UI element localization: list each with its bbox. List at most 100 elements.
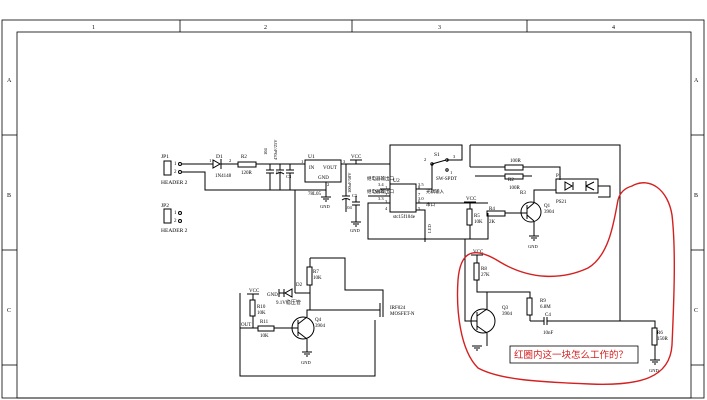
svg-text:9.1V稳压管: 9.1V稳压管	[276, 299, 301, 306]
svg-text:120R: 120R	[241, 171, 253, 176]
transistor-q3: Q3 3904	[470, 306, 513, 334]
svg-text:3: 3	[343, 159, 346, 164]
svg-text:继电器输出口: 继电器输出口	[367, 188, 394, 195]
svg-text:104: 104	[263, 148, 268, 156]
header-jp2: JP2 1 2 HEADER 2	[161, 203, 188, 234]
resistor-r9: R9 6.8M	[526, 297, 551, 321]
mosfet-driver-section: D2 GND 9.1V稳压管 R7 10K IRF024 MOSFET-N	[239, 190, 415, 377]
svg-text:6: 6	[418, 199, 421, 204]
resistor-r8: VCC R8 27K	[471, 250, 531, 298]
svg-text:Q4: Q4	[315, 318, 322, 323]
resistor-r2-power: R2 120R	[237, 155, 257, 176]
svg-text:MOSFET-N: MOSFET-N	[390, 312, 415, 317]
svg-text:150R: 150R	[657, 337, 669, 342]
svg-text:VCC: VCC	[249, 289, 260, 294]
red-circle-annotation	[456, 182, 676, 385]
svg-text:IN: IN	[309, 166, 315, 171]
optocoupler-p1: P1 PS21 R3	[520, 174, 599, 205]
header-jp1-label: HEADER 2	[161, 180, 188, 186]
svg-text:100R: 100R	[509, 186, 521, 191]
svg-text:7: 7	[418, 192, 421, 197]
svg-text:R11: R11	[260, 320, 269, 325]
frame-row-b: B	[7, 193, 11, 199]
svg-text:OUT: OUT	[241, 323, 251, 328]
svg-text:3.0: 3.0	[418, 196, 424, 201]
svg-text:3: 3	[385, 199, 388, 204]
svg-text:串口: 串口	[426, 202, 435, 208]
svg-text:3.5: 3.5	[418, 182, 424, 187]
svg-text:P1: P1	[556, 174, 562, 179]
svg-text:3904: 3904	[502, 312, 513, 317]
transistor-q1: Q1 3904	[520, 201, 555, 223]
svg-text:继电器输出口: 继电器输出口	[367, 175, 394, 182]
diode-d1: D1 1 2 1N4148	[209, 154, 232, 179]
header-jp1-pin1: 1	[174, 162, 177, 167]
svg-text:1: 1	[450, 170, 452, 175]
svg-text:R4: R4	[489, 207, 495, 212]
frame-column-4: 4	[612, 25, 615, 31]
header-jp2-pin2: 2	[174, 219, 177, 224]
svg-text:U2: U2	[393, 178, 400, 184]
svg-text:R9: R9	[540, 299, 546, 304]
svg-text:2: 2	[229, 158, 231, 163]
svg-text:470uF/25V: 470uF/25V	[273, 139, 278, 160]
svg-text:GND: GND	[318, 176, 329, 181]
question-box: 红圈内这一块怎么工作的？	[509, 345, 639, 364]
svg-text:10K: 10K	[474, 220, 483, 225]
svg-text:GND: GND	[267, 293, 278, 298]
svg-text:GND: GND	[301, 360, 311, 365]
svg-text:2: 2	[424, 157, 426, 162]
svg-text:3: 3	[453, 154, 456, 159]
svg-text:IRF024: IRF024	[390, 306, 406, 311]
frame-row-a-right: A	[694, 78, 699, 84]
svg-text:10K: 10K	[313, 276, 322, 281]
svg-text:R6: R6	[657, 331, 663, 336]
svg-text:8: 8	[418, 185, 421, 190]
frame-column-2: 2	[264, 25, 267, 31]
mosfet-q2: IRF024 MOSFET-N	[370, 303, 415, 317]
drawing-frame: 1 2 3 4 A B C A B C	[1, 19, 705, 399]
svg-text:1: 1	[209, 158, 211, 163]
diode-d1-part: 1N4148	[215, 174, 232, 179]
header-jp2-ref: JP2	[161, 203, 169, 209]
svg-text:C4: C4	[545, 313, 551, 318]
circled-oscillator-section: VCC R8 27K Q3 3904 R9 6.8M	[464, 202, 669, 373]
svg-text:5: 5	[418, 206, 421, 211]
svg-text:100R: 100R	[510, 159, 522, 164]
svg-text:R5: R5	[474, 214, 480, 219]
opto-section: 100R R2 100R P1 PS21 R3 Q1 3904	[464, 144, 621, 249]
svg-text:LED: LED	[427, 224, 432, 233]
vcc-symbol-top: VCC	[350, 155, 362, 164]
svg-text:2: 2	[385, 192, 387, 197]
svg-text:10nF: 10nF	[543, 331, 554, 336]
svg-text:R2: R2	[241, 155, 247, 160]
svg-text:GND: GND	[528, 244, 538, 249]
svg-text:VCC: VCC	[375, 189, 384, 194]
svg-text:stc15f104e: stc15f104e	[393, 215, 416, 220]
frame-row-c-right: C	[694, 308, 698, 314]
svg-text:3.4: 3.4	[378, 182, 384, 187]
resistor-r4: R4 2K	[486, 207, 506, 225]
svg-text:R2: R2	[508, 178, 514, 183]
header-jp1: JP1 1 2 HEADER 2	[161, 154, 188, 186]
resistor-r6: R6 150R GND	[649, 327, 669, 373]
mcu-u2: U2 1 2 3 4 3.4 VCC 3.3 8 7 6 5 3.5 3.0 s…	[367, 175, 444, 233]
gnd-symbol-q1: GND	[528, 235, 539, 249]
gnd-symbol-q4: GND	[301, 351, 312, 365]
header-jp2-pin1: 1	[174, 211, 177, 216]
svg-text:Q3: Q3	[502, 306, 509, 311]
header-jp2-label: HEADER 2	[161, 228, 188, 234]
frame-column-3: 3	[438, 25, 441, 31]
svg-text:100uF/50V: 100uF/50V	[347, 172, 352, 193]
zener-d2: D2 GND 9.1V稳压管	[267, 283, 303, 306]
capacitor-c5: 104 C5 GND	[345, 193, 361, 233]
capacitor-c5-100uf: 100uF/50V	[341, 164, 352, 212]
svg-text:U1: U1	[308, 154, 315, 160]
svg-text:6.8M: 6.8M	[540, 305, 551, 310]
svg-text:R10: R10	[257, 305, 266, 310]
svg-text:GND: GND	[649, 368, 659, 373]
diode-d1-ref: D1	[216, 154, 223, 160]
svg-text:3.3: 3.3	[378, 196, 384, 201]
frame-row-c: C	[7, 308, 11, 314]
header-jp1-pin2: 2	[174, 170, 177, 175]
